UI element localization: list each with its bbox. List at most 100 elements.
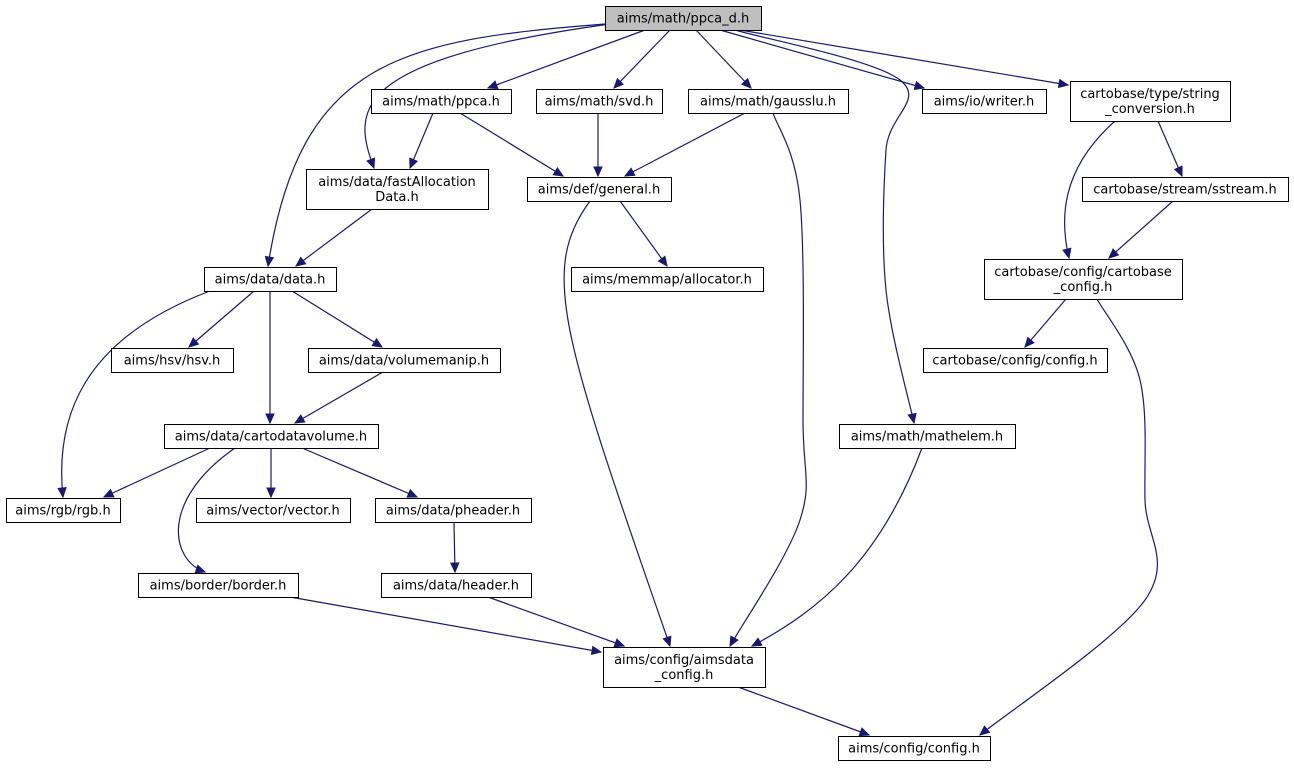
edge-pheader-to-header bbox=[450, 521, 460, 574]
edge-line bbox=[719, 29, 925, 89]
arrowhead-icon bbox=[366, 157, 376, 170]
edge-line bbox=[295, 208, 373, 267]
arrowhead-icon bbox=[450, 562, 460, 574]
node-cartobase-config[interactable]: cartobase/config/cartobase_config.h bbox=[984, 259, 1183, 300]
node-box bbox=[839, 424, 1016, 449]
node-box bbox=[111, 348, 234, 373]
arrowhead-icon bbox=[552, 166, 565, 177]
edge-mathelem-to-aimsdata_config bbox=[750, 447, 923, 647]
node-box bbox=[371, 89, 512, 114]
edge-general-to-allocator bbox=[619, 200, 668, 267]
edge-ppca_d-to-svd bbox=[613, 29, 671, 89]
node-label: _config.h bbox=[654, 668, 714, 683]
edge-line bbox=[613, 29, 671, 89]
node-box bbox=[196, 498, 351, 523]
arrowhead-icon bbox=[623, 167, 636, 177]
edge-line bbox=[409, 112, 434, 169]
node-allocator[interactable]: aims/memmap/allocator.h bbox=[571, 267, 764, 292]
node-rgb[interactable]: aims/rgb/rgb.h bbox=[6, 498, 121, 523]
node-label: aims/math/mathelem.h bbox=[851, 430, 1003, 445]
node-writer[interactable]: aims/io/writer.h bbox=[922, 89, 1047, 114]
arrowhead-icon bbox=[741, 77, 752, 89]
edge-line bbox=[267, 23, 606, 267]
edge-line bbox=[487, 596, 625, 647]
node-label: aims/config/config.h bbox=[848, 742, 980, 757]
edge-line bbox=[291, 290, 383, 348]
node-label: aims/def/general.h bbox=[538, 183, 660, 198]
arrowhead-icon bbox=[1108, 248, 1120, 259]
node-ppca[interactable]: aims/math/ppca.h bbox=[371, 89, 512, 114]
node-cb-config[interactable]: cartobase/config/config.h bbox=[923, 348, 1108, 373]
arrowhead-icon bbox=[371, 337, 384, 348]
arrowhead-icon bbox=[409, 157, 419, 170]
node-ppca-d: aims/math/ppca_d.h bbox=[605, 6, 762, 31]
node-label: _config.h bbox=[1053, 280, 1113, 295]
node-sstream[interactable]: cartobase/stream/sstream.h bbox=[1082, 177, 1289, 202]
edge-line bbox=[61, 290, 211, 498]
node-label: aims/math/ppca.h bbox=[382, 95, 500, 110]
node-data[interactable]: aims/data/data.h bbox=[204, 267, 337, 292]
edge-line bbox=[1063, 120, 1116, 259]
arrowhead-icon bbox=[750, 637, 763, 647]
node-label: Data.h bbox=[375, 190, 418, 205]
edge-line bbox=[979, 298, 1158, 736]
node-label: aims/rgb/rgb.h bbox=[15, 504, 110, 519]
node-label: aims/math/ppca_d.h bbox=[617, 12, 749, 27]
node-box bbox=[536, 89, 663, 114]
edge-line bbox=[294, 371, 384, 424]
node-aimsdata-config[interactable]: aims/config/aimsdata_config.h bbox=[603, 647, 766, 688]
edge-line bbox=[1024, 298, 1067, 348]
edge-string_conversion-to-cartobase_config bbox=[1062, 120, 1116, 260]
edge-cartodatavolume-to-pheader bbox=[301, 447, 419, 498]
edge-volumemanip-to-cartodatavolume bbox=[293, 371, 384, 424]
node-box bbox=[1070, 81, 1231, 122]
node-label: aims/data/data.h bbox=[215, 273, 326, 288]
arrowhead-icon bbox=[613, 638, 626, 648]
node-gausslu[interactable]: aims/math/gausslu.h bbox=[688, 89, 849, 114]
node-box bbox=[308, 348, 501, 373]
edge-line bbox=[739, 29, 1069, 86]
edge-line bbox=[1157, 120, 1183, 177]
edge-line bbox=[289, 596, 602, 653]
node-cartodatavolume[interactable]: aims/data/cartodatavolume.h bbox=[164, 424, 379, 449]
edge-line bbox=[177, 447, 236, 573]
arrowhead-icon bbox=[264, 255, 275, 268]
arrowhead-icon bbox=[590, 645, 603, 656]
edge-cartodatavolume-to-vector bbox=[266, 448, 276, 499]
node-header[interactable]: aims/data/header.h bbox=[381, 573, 532, 598]
node-label: aims/memmap/allocator.h bbox=[582, 273, 752, 288]
node-label: aims/data/pheader.h bbox=[386, 504, 520, 519]
node-string-conversion[interactable]: cartobase/type/string_conversion.h bbox=[1070, 81, 1231, 122]
node-volumemanip[interactable]: aims/data/volumemanip.h bbox=[308, 348, 501, 373]
edge-ppca_d-to-data bbox=[264, 23, 606, 268]
edge-aimsdata_config-to-aims_config bbox=[737, 686, 871, 737]
node-vector[interactable]: aims/vector/vector.h bbox=[196, 498, 351, 523]
edge-line bbox=[364, 23, 611, 169]
node-label: aims/data/fastAllocation bbox=[318, 175, 476, 190]
arrowhead-icon bbox=[657, 255, 668, 267]
node-general[interactable]: aims/def/general.h bbox=[527, 177, 672, 202]
edge-line bbox=[487, 29, 646, 89]
node-mathelem[interactable]: aims/math/mathelem.h bbox=[839, 424, 1016, 449]
node-aims-config[interactable]: aims/config/config.h bbox=[838, 736, 991, 761]
node-border[interactable]: aims/border/border.h bbox=[138, 573, 299, 598]
edge-line bbox=[737, 686, 870, 736]
arrowhead-icon bbox=[188, 337, 200, 348]
arrowhead-icon bbox=[1024, 336, 1035, 348]
node-pheader[interactable]: aims/data/pheader.h bbox=[375, 498, 532, 523]
node-box bbox=[204, 267, 337, 292]
node-svd[interactable]: aims/math/svd.h bbox=[536, 89, 663, 114]
edge-cartodatavolume-to-rgb bbox=[102, 447, 211, 498]
node-hsv[interactable]: aims/hsv/hsv.h bbox=[111, 348, 234, 373]
arrowhead-icon bbox=[102, 488, 115, 498]
edges-layer bbox=[57, 23, 1183, 737]
node-box bbox=[375, 498, 532, 523]
node-label: _conversion.h bbox=[1104, 102, 1195, 117]
node-label: aims/hsv/hsv.h bbox=[124, 354, 221, 369]
node-box bbox=[306, 169, 489, 210]
arrowhead-icon bbox=[266, 487, 276, 499]
edge-line bbox=[751, 447, 923, 647]
edge-header-to-aimsdata_config bbox=[487, 596, 626, 648]
